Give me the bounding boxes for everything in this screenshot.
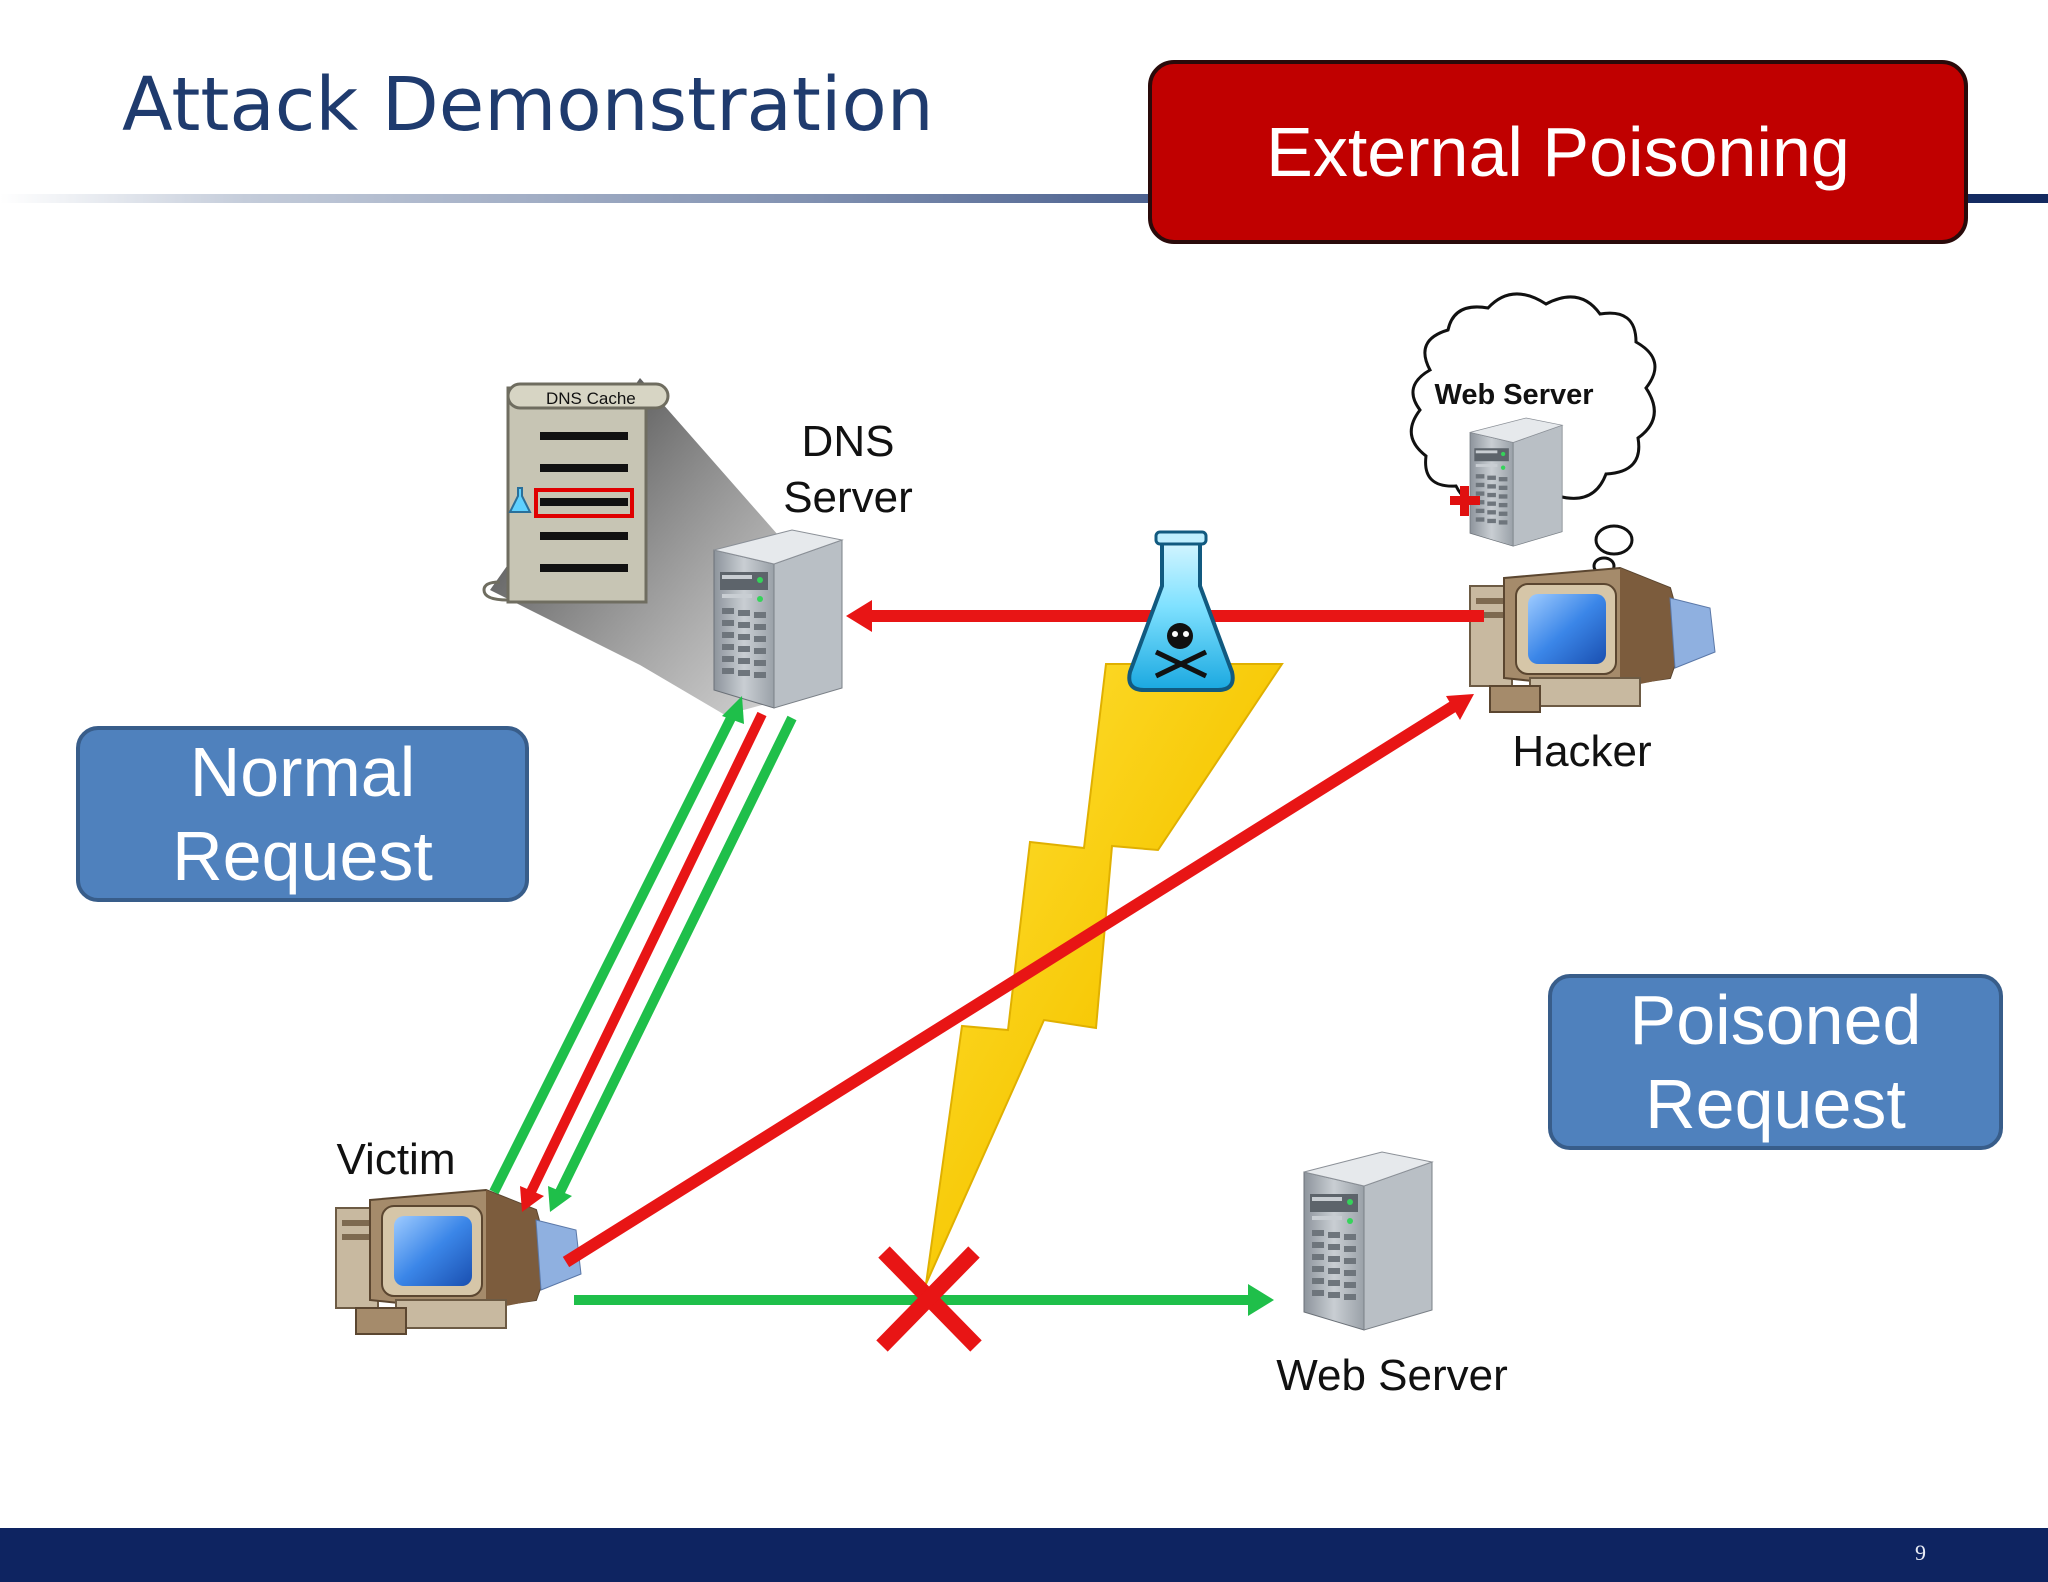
- footer-bar: [0, 1528, 2048, 1582]
- slide-title: Attack Demonstration: [122, 62, 934, 148]
- red-plus-icon: [1450, 486, 1480, 516]
- arrow-dns-to-victim-red: [520, 711, 767, 1212]
- victim-label: Victim: [337, 1135, 456, 1184]
- web-server-icon: [1303, 1151, 1433, 1331]
- dns-server-icon: [713, 529, 843, 709]
- poisoned-request-line1: Poisoned: [1629, 981, 1922, 1059]
- poison-flask-icon: [1127, 530, 1235, 692]
- cloud-web-server-label: Web Server: [1434, 379, 1593, 411]
- poisoned-request-line2: Request: [1645, 1065, 1906, 1143]
- external-poisoning-badge: External Poisoning: [1148, 60, 1968, 244]
- arrow-victim-to-dns-green: [489, 696, 744, 1195]
- lightning-bolt-icon: [925, 663, 1284, 1285]
- victim-computer-icon: [335, 1189, 582, 1335]
- arrow-dns-to-victim-green: [548, 715, 797, 1212]
- arrow-victim-to-hacker: [562, 694, 1474, 1268]
- blocked-x-icon: [876, 1246, 982, 1352]
- page-number: 9: [1915, 1540, 1926, 1565]
- normal-request-box: Normal Request: [76, 726, 529, 902]
- arrow-victim-to-webserver: [574, 1284, 1274, 1316]
- poisoned-request-box: Poisoned Request: [1548, 974, 2003, 1150]
- normal-request-line2: Request: [172, 817, 433, 895]
- dns-cache-scroll-icon: DNS Cache: [482, 382, 670, 604]
- title-rule: [0, 194, 2048, 203]
- dns-server-label-line2: Server: [783, 473, 913, 522]
- dns-server-label-line1: DNS: [802, 417, 895, 466]
- fake-web-server-icon: [1469, 417, 1563, 547]
- hacker-label: Hacker: [1512, 727, 1651, 776]
- web-server-label: Web Server: [1276, 1351, 1508, 1400]
- badge-text: External Poisoning: [1266, 113, 1850, 191]
- dns-cache-label: DNS Cache: [546, 389, 636, 408]
- hacker-computer-icon: [1469, 567, 1716, 713]
- normal-request-line1: Normal: [189, 733, 416, 811]
